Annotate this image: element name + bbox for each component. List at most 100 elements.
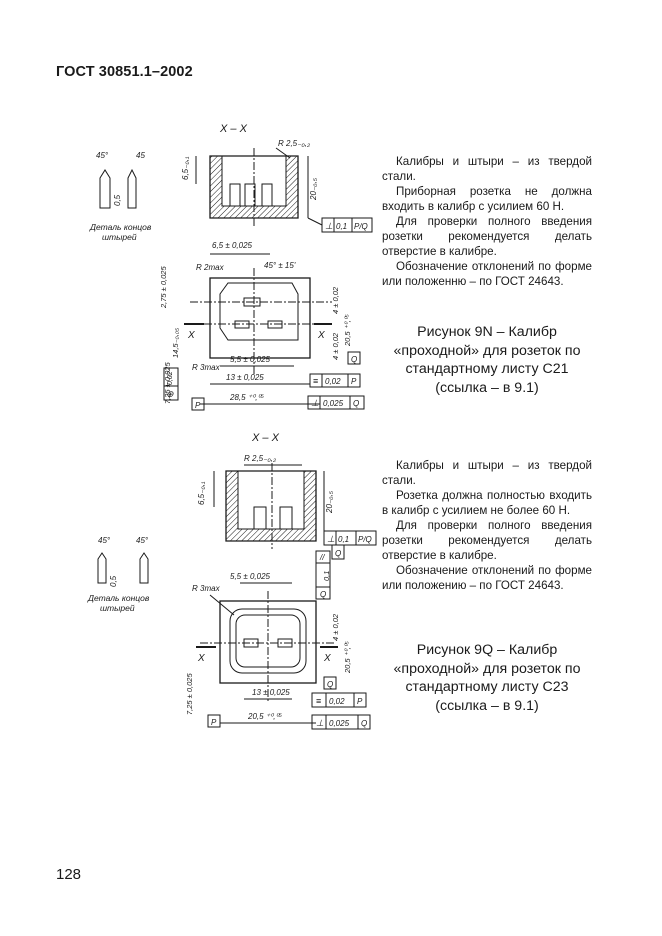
section-view xyxy=(225,463,317,549)
svg-text:≡: ≡ xyxy=(316,696,321,706)
svg-text:Q: Q xyxy=(335,549,341,558)
page-number: 128 xyxy=(56,866,82,883)
datum-p xyxy=(191,397,205,411)
note-material: Калибры и штыри – из твердой стали. xyxy=(382,155,592,183)
svg-text:Q: Q xyxy=(351,355,357,364)
dim-r-top: R 2,5₋₀,₂ xyxy=(278,139,310,148)
tolerance-frame-perp-top: ⊥ 0,1 P/Q xyxy=(307,217,373,233)
pin-detail-label-line1: Деталь концов xyxy=(89,222,152,232)
dim-r3max: R 3max xyxy=(192,363,221,372)
svg-text:0,025: 0,025 xyxy=(329,719,350,728)
pin-detail-label-line2: штырей xyxy=(100,603,135,613)
dim-h-left: 6,5₋₀,₁ xyxy=(197,481,206,505)
note-force: Розетка должна полностью входить в калиб… xyxy=(382,489,592,517)
note-force: Приборная розетка не должна входить в ка… xyxy=(382,185,592,213)
note-hole: Для проверки полного введения розетки ре… xyxy=(382,215,592,258)
figure-9q-drawing: X – X R 2,5₋₀,₂ 6,5₋₀,₁ 20₋₀,₅ ⊥ 0,1 P/Q… xyxy=(80,425,380,745)
svg-text:0,5: 0,5 xyxy=(109,575,118,587)
svg-text:⊥: ⊥ xyxy=(316,718,324,728)
svg-text:P: P xyxy=(211,718,217,727)
figure-9n-caption: Рисунок 9N – Калибр «проходной» для розе… xyxy=(393,324,581,396)
dim-top-w: 6,5 ± 0,025 xyxy=(212,241,253,250)
svg-text:⊥: ⊥ xyxy=(311,398,319,408)
dim-bot-w1: 13 ± 0,025 xyxy=(252,688,290,697)
note-tolerance: Обозначение отклонений по форме или поло… xyxy=(382,564,592,592)
figure-9n-notes: Калибры и штыри – из твердой стали. Приб… xyxy=(382,154,592,289)
dim-angle: 45° ± 15' xyxy=(264,261,296,270)
svg-text:0,02: 0,02 xyxy=(329,697,345,706)
dim-top-w: 5,5 ± 0,025 xyxy=(230,572,271,581)
tolerance-frame-parallel: // 0,1 Q Q xyxy=(315,544,345,600)
datum-p xyxy=(207,714,221,728)
pin-detail-label-line1: Деталь концов xyxy=(87,593,150,603)
tolerance-frame-perp-bottom: ⊥ 0,025 Q xyxy=(307,395,365,410)
svg-text:⊥: ⊥ xyxy=(327,534,335,544)
dim-r2max: R 2max xyxy=(196,263,225,272)
svg-text:P: P xyxy=(195,401,201,410)
pin-detail-label-line2: штырей xyxy=(102,232,137,242)
svg-text:⊕: ⊕ xyxy=(166,389,174,399)
plan-view xyxy=(190,268,332,376)
svg-text:P: P xyxy=(357,697,363,706)
svg-text:0,1: 0,1 xyxy=(322,571,331,581)
section-mark-right: X xyxy=(323,653,331,664)
svg-text:P/Q: P/Q xyxy=(358,535,372,544)
note-material: Калибры и штыри – из твердой стали. xyxy=(382,459,592,487)
svg-text:0,02: 0,02 xyxy=(325,377,341,386)
svg-text:Q: Q xyxy=(353,399,359,408)
svg-text:45°: 45° xyxy=(136,536,149,545)
svg-text:P/Q: P/Q xyxy=(354,222,368,231)
svg-text:0,1: 0,1 xyxy=(336,222,347,231)
dim-r-top: R 2,5₋₀,₂ xyxy=(244,454,276,463)
dim-right-v1: 4 ± 0,02 xyxy=(331,613,340,641)
dim-bot-w1: 5,5 ± 0,025 xyxy=(230,355,271,364)
dim-h-left: 6,5₋₀,₁ xyxy=(181,156,190,180)
section-mark-left: X xyxy=(187,330,195,341)
pin-detail: 45° 45 0,5 Деталь концов штырей xyxy=(89,151,152,242)
dim-h-right: 20₋₀,₅ xyxy=(325,490,334,514)
note-hole: Для проверки полного введения розетки ре… xyxy=(382,519,592,562)
dim-right-v3: 4 ± 0,02 xyxy=(331,332,340,360)
datum-q xyxy=(323,676,337,690)
svg-text:Q: Q xyxy=(361,719,367,728)
svg-text:P: P xyxy=(351,377,357,386)
dim-bot-w2: 13 ± 0,025 xyxy=(226,373,264,382)
svg-text:≡: ≡ xyxy=(313,376,318,386)
svg-text:0,02: 0,02 xyxy=(167,371,174,385)
figure-9n-drawing: X – X R 2,5₋₀,₂ 6,5₋₀,₁ 20₋₀,₅ ⊥ 0,1 P/Q… xyxy=(80,118,380,418)
dim-h-right: 20₋₀,₅ xyxy=(309,177,318,201)
dim-left-v2: 14,5₋₀,₀₅ xyxy=(171,328,180,358)
svg-text:0,5: 0,5 xyxy=(113,194,122,206)
svg-text:45: 45 xyxy=(136,151,145,160)
dim-left-v: 7,25 ± 0,025 xyxy=(185,673,194,715)
figure-9q-caption: Рисунок 9Q – Калибр «проходной» для розе… xyxy=(393,642,581,714)
svg-text:0,1: 0,1 xyxy=(338,535,349,544)
dim-bot-w2: 20,5 ⁺⁰,⁰⁵ xyxy=(247,712,283,721)
document-header: ГОСТ 30851.1–2002 xyxy=(56,64,193,80)
dim-right-v2: 20,5 ⁺⁰,⁰⁵ xyxy=(343,641,352,674)
note-tolerance: Обозначение отклонений по форме или поло… xyxy=(382,260,592,288)
tolerance-frame-symmetry: ≡ 0,02 P xyxy=(309,373,361,388)
tolerance-frame-perp-bottom: ⊥ 0,025 Q xyxy=(311,714,371,730)
dim-left-v1: 2,75 ± 0,025 xyxy=(159,266,168,309)
dim-left-v3: 7,25 ± 0,025 xyxy=(163,362,172,404)
svg-text:Q: Q xyxy=(327,680,333,689)
tolerance-frame-symmetry: ≡ 0,02 P xyxy=(311,692,367,708)
section-view xyxy=(209,147,299,226)
dim-r3max: R 3max xyxy=(192,584,221,593)
dim-right-v1: 4 ± 0,02 xyxy=(331,286,340,314)
tolerance-frame-position: 0,02 ⊕ xyxy=(163,367,179,401)
svg-text:45°: 45° xyxy=(96,151,109,160)
svg-text:Q: Q xyxy=(320,590,326,599)
figure-9q-notes: Калибры и штыри – из твердой стали. Розе… xyxy=(382,458,592,593)
section-label: X – X xyxy=(219,123,248,135)
section-mark-left: X xyxy=(197,653,205,664)
tolerance-frame-perp-top: ⊥ 0,1 P/Q xyxy=(323,530,377,546)
section-label: X – X xyxy=(251,432,280,444)
pin-detail: 45° 45° 0,5 Деталь концов штырей xyxy=(87,536,150,613)
plan-view xyxy=(200,591,336,701)
svg-text:⊥: ⊥ xyxy=(325,221,333,231)
dim-bot-w3: 28,5 ⁺⁰,⁰⁵ xyxy=(229,393,265,402)
svg-text:0,025: 0,025 xyxy=(323,399,344,408)
dim-right-v2: 20,5 ⁺⁰,⁰⁵ xyxy=(343,314,352,347)
